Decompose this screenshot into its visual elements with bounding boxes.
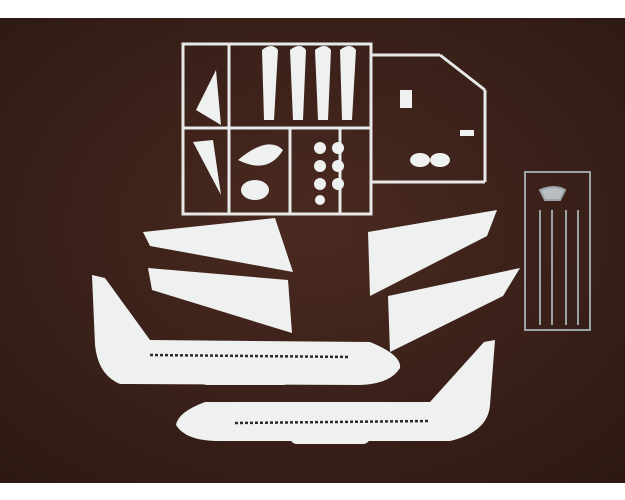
- wing-left-lower: [148, 268, 292, 333]
- clear-parts-sprue: [524, 171, 591, 331]
- wing-right-lower: [388, 268, 520, 352]
- wing-left-upper: [143, 218, 293, 272]
- fuselage-lower-windows: [234, 419, 431, 425]
- sprue-parts: [193, 46, 474, 205]
- parts-sprue: [181, 42, 487, 216]
- wing-parts: [143, 210, 520, 352]
- model-kit-photo: [0, 18, 625, 483]
- fuselage-lower: [176, 340, 495, 444]
- fuselage-upper-windows: [149, 353, 351, 359]
- wing-right-upper: [368, 210, 497, 296]
- fuselage-upper: [92, 275, 401, 385]
